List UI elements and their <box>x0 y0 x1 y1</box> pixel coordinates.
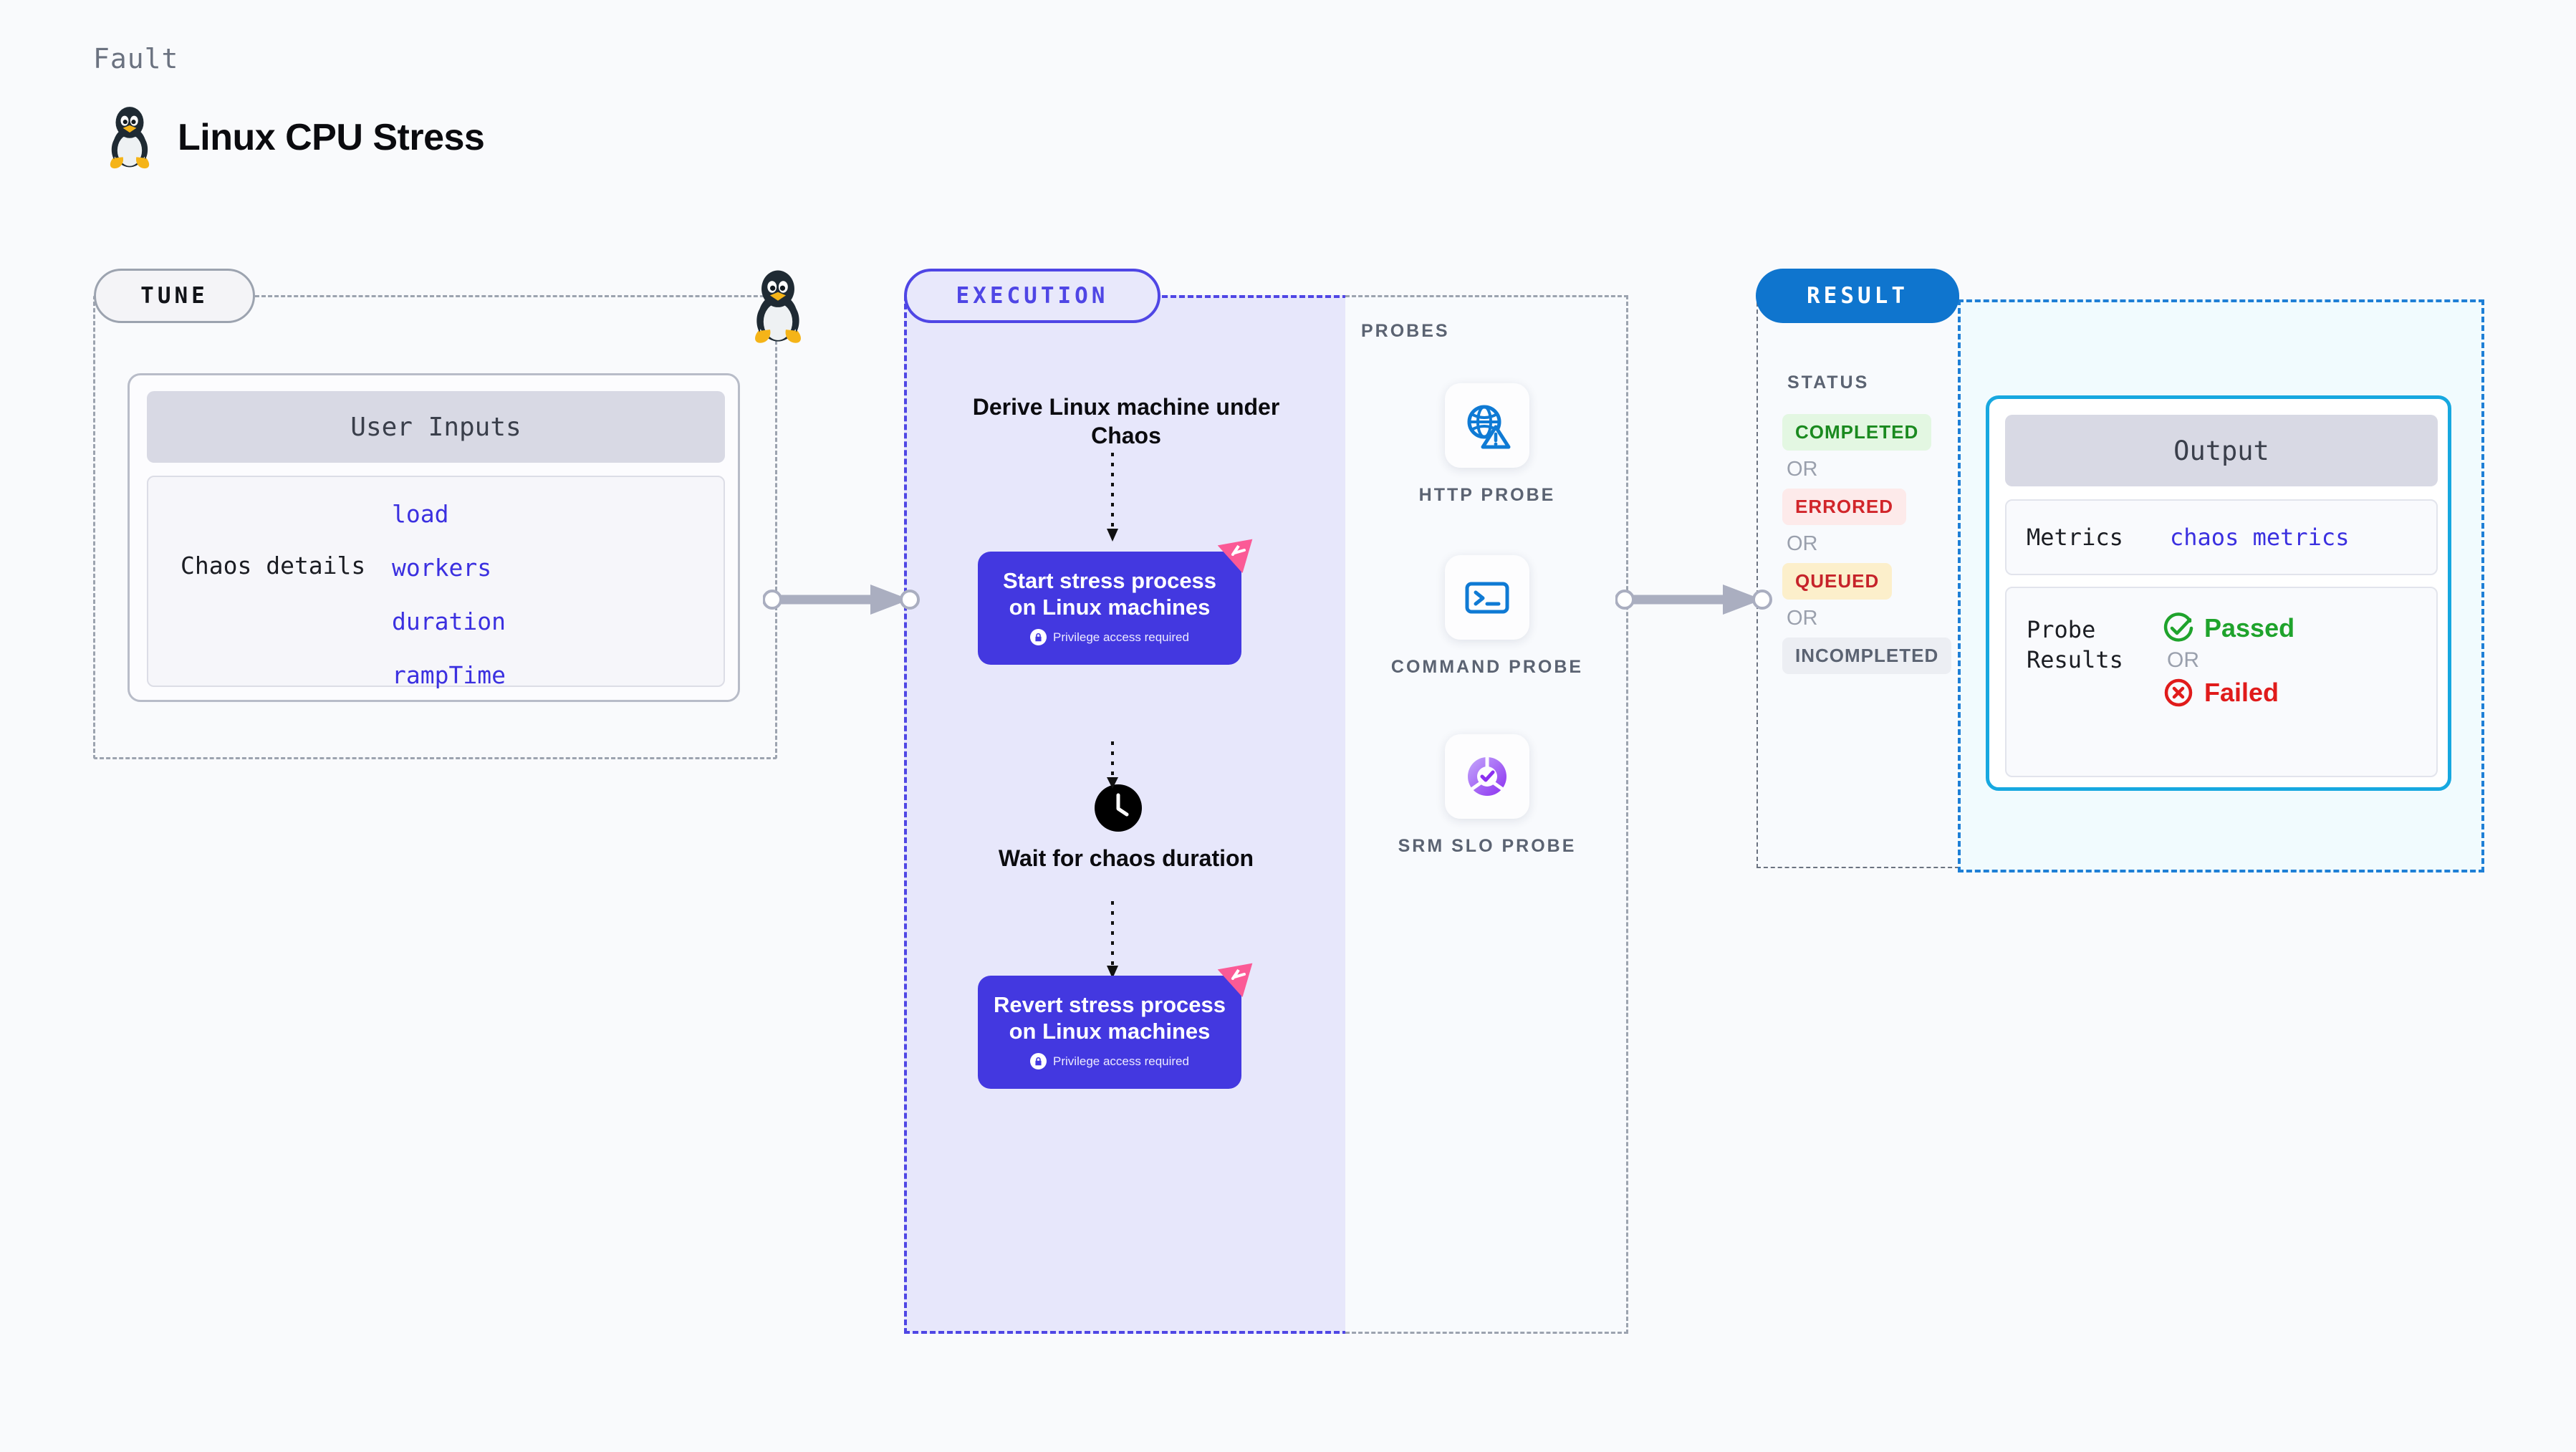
probe-icon-box <box>1445 555 1529 640</box>
param-duration: duration <box>392 607 506 635</box>
status-heading: STATUS <box>1787 372 1870 393</box>
exec-card-revert-stress[interactable]: Revert stress process on Linux machines … <box>978 963 1253 1089</box>
check-circle-icon <box>2163 612 2193 642</box>
tune-panel <box>93 295 777 759</box>
connector-execution-to-result <box>1615 585 1772 615</box>
probe-results-label: Probe Results <box>2027 616 2123 673</box>
flow-arrow-down-icon <box>1107 453 1118 542</box>
metrics-value: chaos metrics <box>2170 524 2350 551</box>
status-or-2: OR <box>1787 532 1818 555</box>
probe-results-row: Probe Results Passed OR Failed <box>2005 587 2438 777</box>
linux-tux-penguin-icon <box>755 270 801 343</box>
probe-label-http: HTTP PROBE <box>1418 485 1556 505</box>
globe-warning-icon <box>1467 405 1511 449</box>
probe-label-srm-slo: SRM SLO PROBE <box>1398 836 1577 856</box>
status-badge-queued: QUEUED <box>1782 563 1893 600</box>
status-or-1: OR <box>1787 458 1818 481</box>
exec-card-start-title: Start stress process on Linux machines <box>1002 568 1217 620</box>
probe-result-passed-label: Passed <box>2204 613 2295 643</box>
chaos-details-box: Chaos details load workers duration ramp… <box>147 476 725 689</box>
metrics-row: Metrics chaos metrics <box>2005 499 2438 575</box>
exec-card-revert-title: Revert stress process on Linux machines <box>994 992 1226 1044</box>
result-pill-label[interactable]: RESULT <box>1756 269 1959 323</box>
status-or-3: OR <box>1787 607 1818 630</box>
chaos-params-list: load workers duration rampTime <box>392 500 506 689</box>
user-inputs-card: User Inputs Chaos details load workers d… <box>128 373 740 702</box>
linux-tux-penguin-icon <box>110 107 150 169</box>
fault-kicker: Fault <box>93 43 179 74</box>
output-card: Output Metrics chaos metrics Probe Resul… <box>1986 395 2451 791</box>
param-ramptime: rampTime <box>392 661 506 689</box>
status-badge-list: COMPLETED OR ERRORED OR QUEUED OR INCOMP… <box>1782 414 1952 674</box>
connector-tune-to-execution <box>763 585 920 615</box>
exec-card-revert-note: Privilege access required <box>1030 1053 1189 1070</box>
probe-icon-box <box>1445 734 1529 819</box>
page-title: Linux CPU Stress <box>178 117 485 158</box>
probe-result-passed: Passed <box>2163 612 2294 644</box>
probe-item-command[interactable]: COMMAND PROBE <box>1380 555 1595 680</box>
tune-pill-label[interactable]: TUNE <box>94 269 255 323</box>
probe-label-command: COMMAND PROBE <box>1390 657 1584 677</box>
output-header: Output <box>2005 415 2438 486</box>
lock-icon <box>1030 629 1047 646</box>
exec-card-start-note: Privilege access required <box>1030 629 1189 646</box>
chaos-details-label: Chaos details <box>181 552 366 580</box>
probe-item-http[interactable]: HTTP PROBE <box>1380 383 1595 508</box>
exec-step-wait-label: Wait for chaos duration <box>998 845 1254 871</box>
status-badge-incompleted: INCOMPLETED <box>1782 638 1952 674</box>
probe-result-failed: Failed <box>2163 677 2279 708</box>
probe-result-failed-label: Failed <box>2204 678 2279 707</box>
flow-arrow-down-icon <box>1107 901 1118 979</box>
exec-card-revert-note-text: Privilege access required <box>1053 1054 1189 1068</box>
fault-title-row: Linux CPU Stress <box>102 103 485 172</box>
flow-arrow-down-icon <box>1107 741 1118 789</box>
param-workers: workers <box>392 554 492 582</box>
slo-donut-check-icon <box>1468 757 1506 796</box>
probe-item-srm-slo[interactable]: SRM SLO PROBE <box>1380 734 1595 859</box>
metrics-label: Metrics <box>2027 524 2123 551</box>
clock-icon <box>1095 784 1142 832</box>
probe-result-or: OR <box>2167 648 2199 672</box>
probe-icon-box <box>1445 383 1529 468</box>
exec-step-derive-label: Derive Linux machine under Chaos <box>972 394 1280 448</box>
user-inputs-header: User Inputs <box>147 391 725 463</box>
terminal-icon <box>1465 582 1509 614</box>
exec-card-start-note-text: Privilege access required <box>1053 630 1189 644</box>
probe-results-values: Passed OR Failed <box>2163 612 2294 708</box>
status-badge-completed: COMPLETED <box>1782 414 1932 451</box>
execution-pill-label[interactable]: EXECUTION <box>904 269 1160 323</box>
lock-icon <box>1030 1053 1047 1070</box>
status-badge-errored: ERRORED <box>1782 489 1907 525</box>
probes-heading: PROBES <box>1361 321 1450 341</box>
exec-card-start-stress[interactable]: Start stress process on Linux machines P… <box>978 539 1253 665</box>
x-circle-icon <box>2164 678 2193 707</box>
page-header: Fault Linux CPU Stress <box>93 43 485 172</box>
param-load: load <box>392 500 449 528</box>
chaos-logo-icon <box>1217 539 1253 573</box>
chaos-logo-icon <box>1217 963 1253 997</box>
